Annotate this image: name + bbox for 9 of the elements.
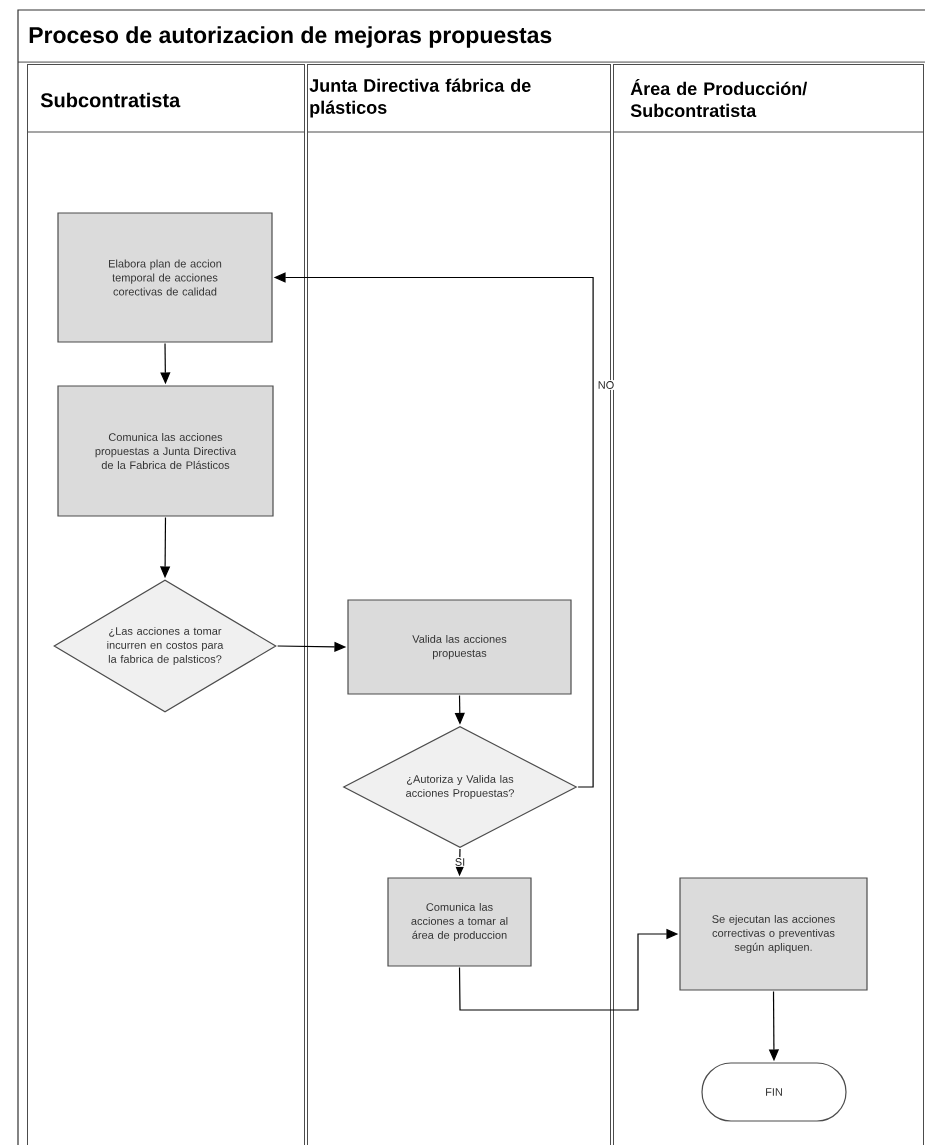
process-box: Elabora plan de accion temporal de acciones corectivas de calidad xyxy=(57,212,273,343)
process-box: Comunica las acciones a tomar al área de produccion xyxy=(387,877,532,967)
edge-label: NO xyxy=(596,380,616,390)
title: Proceso de autorizacion de mejoras propuestas xyxy=(29,26,552,48)
end-terminator: FIN xyxy=(701,1062,847,1122)
process-box: Comunica las acciones propuestas a Junta Directiva de la Fabrica de Plásticos xyxy=(57,385,274,517)
process-box: Valida las acciones propuestas xyxy=(347,599,572,695)
process-box: Se ejecutan las acciones correctivas o preventivas según apliquen. xyxy=(679,877,868,991)
edge-label: SI xyxy=(453,857,467,867)
